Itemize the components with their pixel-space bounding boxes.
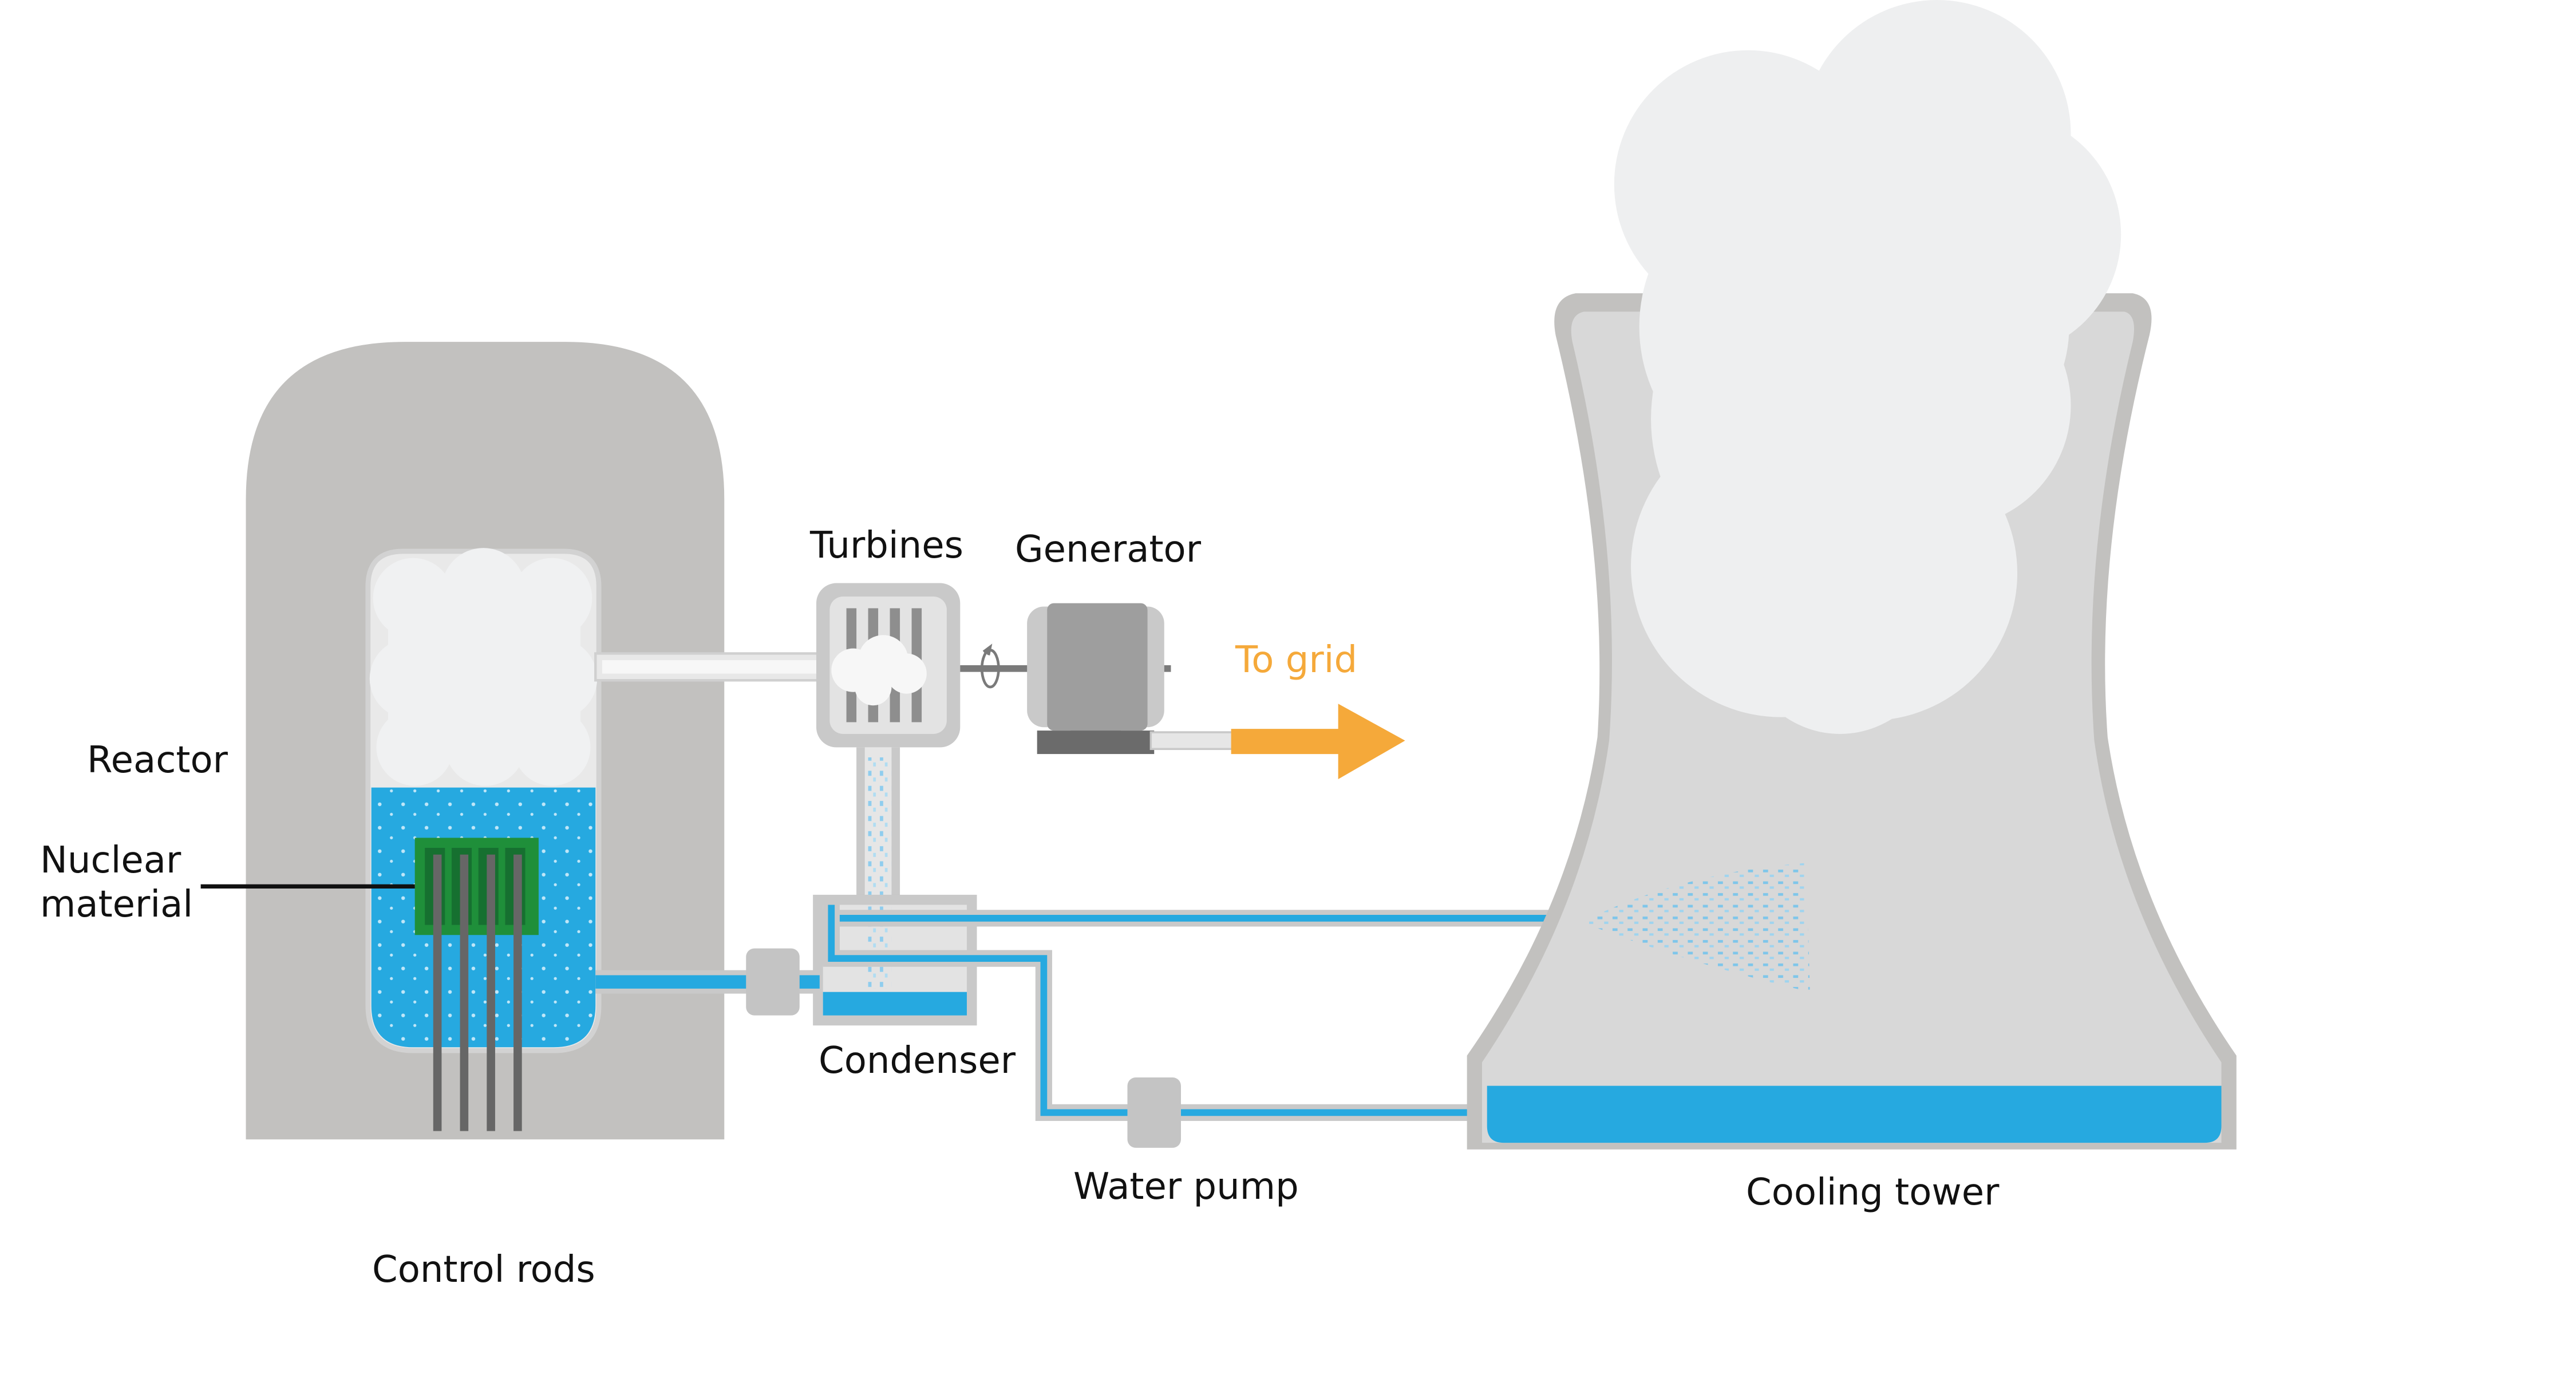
label-nuclear-material: Nuclear material bbox=[40, 839, 193, 926]
label-control-rods: Control rods bbox=[372, 1249, 595, 1291]
cooling-water-pipes bbox=[823, 905, 1586, 1148]
rotation-arrow-icon bbox=[980, 643, 1000, 689]
steam-pipe bbox=[594, 652, 835, 682]
turbines bbox=[816, 583, 1034, 748]
turbine-steam-icon bbox=[831, 635, 927, 706]
generator bbox=[1027, 603, 1236, 755]
cooling-tower-basin bbox=[1487, 1085, 2222, 1143]
reactor bbox=[200, 342, 725, 1140]
label-cooling-tower: Cooling tower bbox=[1746, 1171, 2000, 1214]
grid-cable bbox=[1149, 731, 1236, 751]
feedwater-pump bbox=[746, 948, 800, 1016]
cooling-tower bbox=[1467, 0, 2237, 1150]
feedwater-pipe bbox=[595, 948, 820, 1016]
control-rods bbox=[433, 854, 522, 1131]
label-generator: Generator bbox=[1015, 528, 1201, 571]
grid-arrow-icon bbox=[1231, 704, 1405, 779]
label-turbines: Turbines bbox=[810, 524, 963, 567]
label-water-pump: Water pump bbox=[1073, 1166, 1299, 1208]
turbine-shaft bbox=[960, 665, 1034, 672]
label-reactor: Reactor bbox=[87, 739, 228, 781]
cooling-tower-spray bbox=[1589, 863, 1810, 992]
condenser bbox=[813, 747, 977, 1026]
water-pump bbox=[1127, 1077, 1181, 1148]
reactor-steam-icon bbox=[369, 548, 598, 786]
cooling-tower-steam-icon bbox=[1614, 0, 2121, 734]
label-to-grid: To grid bbox=[1235, 639, 1358, 681]
label-condenser: Condenser bbox=[819, 1040, 1016, 1082]
